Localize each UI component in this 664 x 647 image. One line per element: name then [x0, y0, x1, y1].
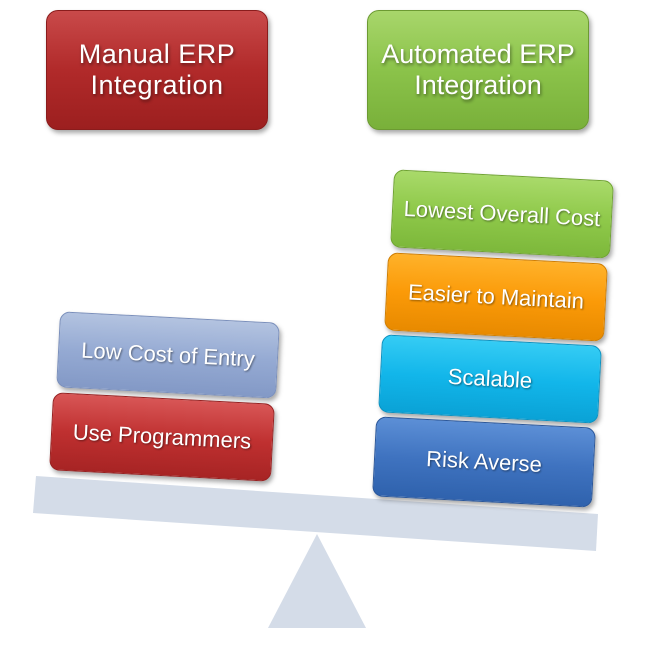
block-label: Low Cost of Entry	[80, 337, 256, 372]
block-label: Easier to Maintain	[407, 279, 585, 314]
block-scalable: Scalable	[378, 334, 602, 424]
block-use-programmers: Use Programmers	[49, 392, 275, 482]
scale-beam	[33, 476, 598, 551]
header-manual-erp: Manual ERP Integration	[46, 10, 268, 130]
block-label: Scalable	[447, 363, 533, 394]
scale-fulcrum	[268, 534, 366, 628]
block-label: Risk Averse	[425, 445, 543, 478]
block-label: Use Programmers	[72, 419, 252, 454]
header-manual-label: Manual ERP Integration	[78, 39, 236, 100]
block-label: Lowest Overall Cost	[403, 195, 601, 232]
header-automated-label: Automated ERP Integration	[381, 39, 575, 100]
block-easier-to-maintain: Easier to Maintain	[384, 252, 608, 342]
block-lowest-overall-cost: Lowest Overall Cost	[390, 169, 614, 259]
header-automated-erp: Automated ERP Integration	[367, 10, 589, 130]
block-low-cost-of-entry: Low Cost of Entry	[56, 311, 280, 399]
block-risk-averse: Risk Averse	[372, 416, 596, 508]
